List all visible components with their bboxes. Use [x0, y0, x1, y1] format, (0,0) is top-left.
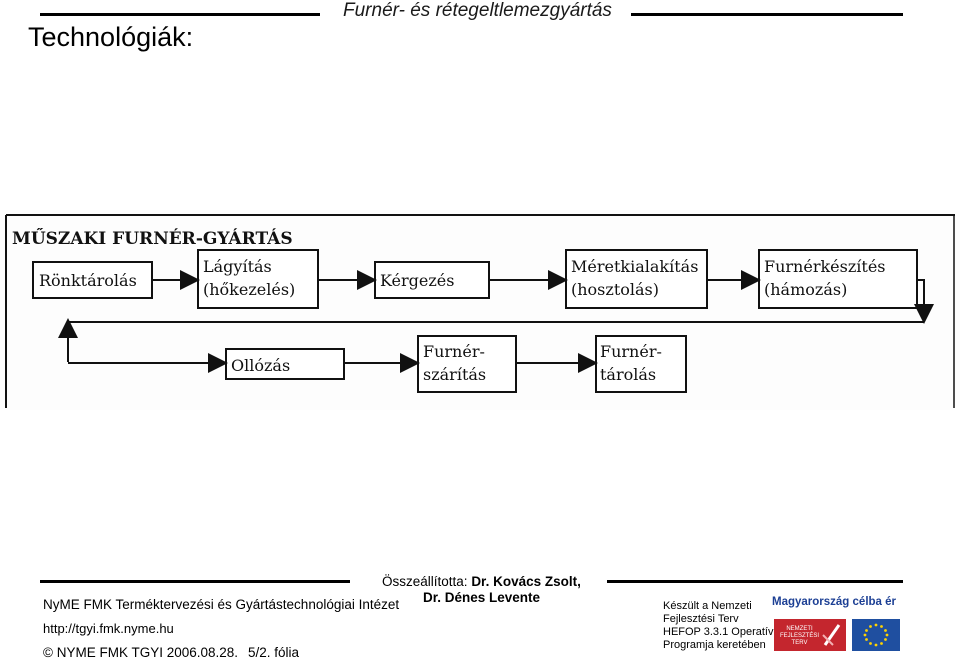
funding-line-4: Programja keretében: [663, 639, 766, 651]
nft-logo-line-2: FEJLESZTÉSI: [780, 633, 820, 639]
box-kergezes: Kérgezés: [374, 261, 490, 299]
return-connector: [914, 279, 934, 324]
nft-logo-line-3: TERV: [791, 640, 808, 646]
funding-line-1: Készült a Nemzeti: [663, 600, 752, 612]
box-furnerkeszites: Furnérkészítés (hámozás): [758, 249, 918, 309]
slide-title: Technológiák:: [28, 22, 194, 52]
compiled-label: Összeállította:: [382, 574, 468, 589]
footer-rule-left: [40, 580, 350, 583]
box-furnerkeszites-label-1: Furnérkészítés: [764, 257, 886, 276]
nft-swoosh-icon: [822, 624, 841, 646]
box-ronktarolas-label: Rönktárolás: [39, 271, 137, 290]
header-rule-right: [631, 13, 903, 16]
box-furnerszaritas: Furnér- szárítás: [417, 335, 517, 393]
box-furnerkeszites-label-2: (hámozás): [764, 280, 847, 299]
institute-name: NyME FMK Terméktervezési és Gyártástechn…: [43, 597, 400, 612]
box-furnertarolas-label-2: tárolás: [600, 365, 656, 384]
box-ollozas: Ollózás: [225, 348, 345, 380]
box-meretkialakitas-label-1: Méretkialakítás: [571, 257, 698, 276]
nft-logo-line-1: NEMZETI: [786, 626, 813, 632]
box-furnerszaritas-label-1: Furnér-: [423, 342, 485, 361]
box-meretkialakitas-label-2: (hosztolás): [571, 280, 659, 299]
header-rule-left: [40, 13, 320, 16]
box-lagyitas-label-2: (hőkezelés): [203, 280, 295, 299]
box-ollozas-label: Ollózás: [231, 356, 290, 375]
box-ronktarolas: Rönktárolás: [32, 261, 153, 299]
institute-url[interactable]: http://tgyi.fmk.nyme.hu: [43, 621, 174, 636]
box-meretkialakitas: Méretkialakítás (hosztolás): [565, 249, 708, 309]
slide-subtitle: Furnér- és rétegeltlemezgyártás: [343, 0, 612, 21]
diagram-heading: MŰSZAKI FURNÉR-GYÁRTÁS: [12, 228, 293, 249]
flowchart-diagram: MŰSZAKI FURNÉR-GYÁRTÁS Rönktárolás Lágyí…: [0, 210, 960, 410]
box-lagyitas: Lágyítás (hőkezelés): [197, 249, 319, 309]
box-kergezes-label: Kérgezés: [380, 271, 454, 290]
box-furnertarolas: Furnér- tárolás: [595, 335, 687, 393]
eu-stars-icon: [863, 623, 889, 647]
box-furnertarolas-label-1: Furnér-: [600, 342, 662, 361]
box-furnerszaritas-label-2: szárítás: [423, 365, 486, 384]
funding-note: Készült a Nemzeti Fejlesztési Terv HEFOP…: [663, 600, 773, 652]
authors-line-1: Dr. Kovács Zsolt,: [471, 574, 581, 589]
nft-logo: NEMZETI FEJLESZTÉSI TERV: [774, 619, 846, 651]
box-lagyitas-label-1: Lágyítás: [203, 257, 272, 276]
slide-number: 5/2. fólia: [248, 645, 300, 660]
eu-flag: [852, 619, 900, 651]
hungary-logo-text: Magyarország célba ér: [772, 596, 897, 608]
funding-line-3: HEFOP 3.3.1 Operatív: [663, 626, 774, 638]
authors-line-2: Dr. Dénes Levente: [423, 590, 541, 605]
footer-rule-right: [607, 580, 903, 583]
funding-line-2: Fejlesztési Terv: [663, 613, 739, 625]
copyright: © NYME FMK TGYI 2006.08.28.: [43, 645, 239, 660]
compiled-by: Összeállította: Dr. Kovács Zsolt,: [382, 574, 581, 589]
